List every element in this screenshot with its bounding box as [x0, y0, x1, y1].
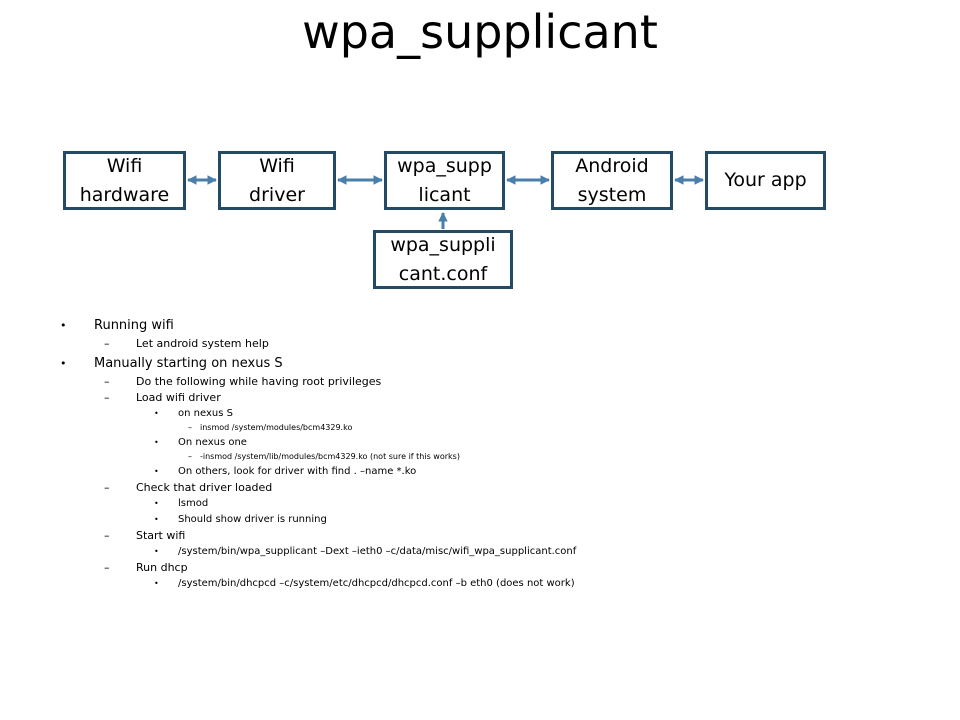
list-item: • On others, look for driver with find . … [58, 464, 938, 480]
list-item: – Check that driver loaded [58, 480, 938, 496]
page-title: wpa_supplicant [302, 5, 658, 59]
list-item-text: /system/bin/wpa_supplicant –Dext –ieth0 … [178, 546, 577, 557]
wifi-hardware-label-line1: Wifi [106, 154, 143, 177]
list-item: –-insmod /system/lib/modules/bcm4329.ko … [58, 451, 938, 464]
list-item: • lsmod [58, 496, 938, 512]
list-item-text: On nexus one [178, 437, 247, 448]
wpa-conf-label-line1: wpa_suppli [390, 233, 496, 256]
list-item-text: Do the following while having root privi… [136, 375, 382, 388]
list-item: • On nexus one [58, 435, 938, 451]
list-item: – Start wifi [58, 528, 938, 544]
list-item: • Should show driver is running [58, 512, 938, 528]
wifi-hardware-box: Wifi hardware [63, 151, 186, 210]
android-system-box: Android system [551, 151, 673, 210]
bullet-marker: – [104, 561, 110, 574]
bullet-marker: • [154, 515, 159, 524]
list-item: • /system/bin/dhcpcd –c/system/etc/dhcpcd… [58, 576, 938, 592]
wifi-hardware-label-line2: hardware [79, 183, 170, 206]
list-item-text: Run dhcp [136, 561, 188, 574]
list-item-text: /system/bin/dhcpcd –c/system/etc/dhcpcd/… [178, 578, 575, 589]
wpa-supplicant-label-line2: licant [418, 183, 471, 206]
bullet-marker: • [154, 579, 159, 588]
bullet-marker: • [154, 499, 159, 508]
wifi-driver-box: Wifi driver [218, 151, 336, 210]
bullet-marker: – [104, 337, 110, 350]
list-item: – Load wifi driver [58, 390, 938, 406]
bullet-marker: – [104, 391, 110, 404]
wpa-supplicant-label-line1: wpa_supp [397, 154, 492, 177]
list-item-text: Let android system help [136, 337, 269, 350]
list-item-text: Start wifi [136, 529, 186, 542]
list-item-text: insmod /system/modules/bcm4329.ko [200, 423, 353, 432]
list-item-text: Manually starting on nexus S [94, 356, 283, 371]
bullet-marker: – [188, 423, 192, 432]
android-system-label-line2: system [577, 183, 647, 206]
list-item-text: Load wifi driver [136, 391, 221, 404]
bullet-marker: – [104, 375, 110, 388]
list-item: – Do the following while having root priv… [58, 374, 938, 390]
bullet-marker: • [154, 547, 159, 556]
list-item: • Running wifi [58, 316, 938, 336]
wifi-driver-label-line1: Wifi [259, 154, 295, 177]
bullet-marker: • [154, 438, 159, 447]
your-app-box: Your app [705, 151, 826, 210]
list-item: • /system/bin/wpa_supplicant –Dext –ieth0… [58, 544, 938, 560]
wpa-conf-label-line2: cant.conf [398, 262, 488, 285]
bullet-marker: – [104, 481, 110, 494]
list-item-text: Check that driver loaded [136, 481, 273, 494]
list-item: – Run dhcp [58, 560, 938, 576]
list-item-text: lsmod [178, 498, 209, 509]
android-system-label-line1: Android [575, 154, 649, 177]
bullet-marker: • [60, 357, 67, 370]
wpa-conf-box: wpa_suppli cant.conf [373, 230, 513, 289]
bullet-marker: – [104, 529, 110, 542]
list-item-text: on nexus S [178, 408, 233, 419]
bullet-list: • Running wifi – Let android system help •… [58, 314, 938, 592]
list-item: –insmod /system/modules/bcm4329.ko [58, 422, 938, 435]
your-app-label: Your app [724, 169, 807, 191]
list-item-text: Running wifi [94, 318, 174, 333]
bullet-marker: • [154, 467, 159, 476]
bullet-marker: • [60, 319, 67, 332]
list-item-text: Should show driver is running [178, 514, 327, 525]
list-item-text: -insmod /system/lib/modules/bcm4329.ko (… [200, 452, 460, 461]
list-item: – Let android system help [58, 336, 938, 352]
wifi-driver-label-line2: driver [249, 183, 305, 206]
list-item-text: On others, look for driver with find . –… [178, 466, 417, 477]
bullet-marker: – [188, 452, 192, 461]
bullet-marker: • [154, 409, 159, 418]
list-item: • on nexus S [58, 406, 938, 422]
list-item: • Manually starting on nexus S [58, 354, 938, 374]
